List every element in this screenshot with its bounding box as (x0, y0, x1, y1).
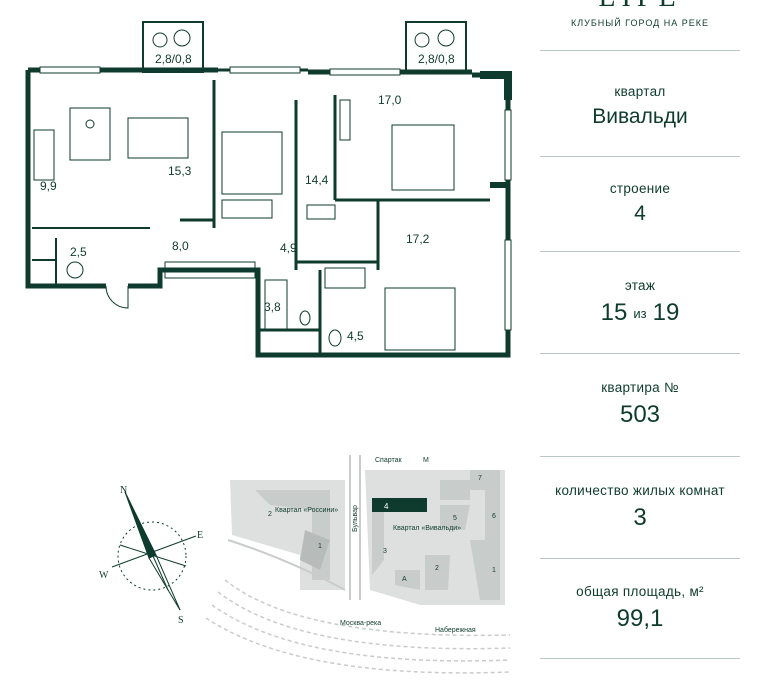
floor-plan: 2,8/0,8 2,8/0,8 9,9 15,3 14,4 17,0 17,2 … (25, 21, 512, 674)
building-2-label: 2 (435, 565, 439, 572)
building-7-label: 7 (478, 475, 482, 482)
metro-symbol: M (423, 457, 429, 464)
boulevard-label: Бульвар (352, 505, 359, 532)
apartment-value: 503 (619, 401, 661, 428)
divider (540, 156, 740, 157)
balcony-left (142, 21, 204, 73)
info-panel: LIFE КЛУБНЫЙ ГОРОД НА РЕКЕ квартал Вивал… (540, 0, 740, 688)
floor-number: 15 (600, 299, 628, 326)
area-corridor: 4,9 (280, 241, 297, 255)
area-bedroom-2: 17,0 (378, 93, 402, 107)
rooms-block: количество жилых комнат 3 (540, 483, 740, 532)
windows (39, 66, 512, 331)
floor-block: этаж 15 из 19 (540, 278, 740, 327)
apartment-block: квартира № 503 (540, 380, 740, 429)
site-map: 4 Спартак M Квартал «Россини» Квартал «В… (205, 455, 511, 674)
area-balcony-2: 2,8/0,8 (418, 52, 455, 66)
area-caption: общая площадь, м² (576, 584, 704, 599)
compass-e: E (197, 530, 203, 541)
area-bedroom-1: 14,4 (305, 173, 329, 187)
rossini-building-1-label: 1 (318, 543, 322, 550)
area-hall: 8,0 (172, 239, 189, 253)
compass-s: S (178, 615, 184, 626)
area-bath-1: 3,8 (264, 300, 281, 314)
river-label: Москва-река (340, 620, 381, 627)
metro-label: Спартак (375, 457, 402, 464)
brand-tagline: КЛУБНЫЙ ГОРОД НА РЕКЕ (570, 18, 710, 28)
furniture (33, 99, 456, 351)
divider (540, 353, 740, 354)
building-caption: строение (609, 181, 671, 196)
floor-total: 19 (652, 299, 680, 326)
compass-rose: N E S W (99, 485, 203, 626)
compass-w: W (99, 570, 109, 581)
area-living: 15,3 (168, 164, 192, 178)
building-block: строение 4 (540, 181, 740, 226)
floor-caption: этаж (624, 278, 656, 293)
building-value: 4 (634, 202, 646, 225)
divider (540, 658, 740, 659)
quarter-vivaldi-label: Квартал «Вивальди» (393, 525, 461, 532)
building-a-label: A (402, 576, 407, 583)
divider (540, 456, 740, 457)
area-bedroom-3: 17,2 (406, 232, 430, 246)
brand-logo: LIFE (540, 0, 740, 14)
quarter-block: квартал Вивальди (540, 84, 740, 129)
building-1-label: 1 (492, 567, 496, 574)
area-value: 99,1 (616, 605, 664, 632)
building-3-label: 3 (383, 548, 387, 555)
divider (540, 251, 740, 252)
rooms-value: 3 (633, 504, 647, 531)
apartment-caption: квартира № (601, 380, 679, 395)
quarter-caption: квартал (614, 84, 666, 99)
rooms-caption: количество жилых комнат (555, 483, 725, 498)
quarter-rossini-label: Квартал «Россини» (275, 507, 338, 514)
area-bath-2: 4,5 (347, 329, 364, 343)
rossini-building-2-label: 2 (268, 511, 272, 518)
area-storage: 2,5 (70, 245, 87, 259)
area-kitchen: 9,9 (40, 179, 57, 193)
building-6-label: 6 (492, 513, 496, 520)
embankment-label: Набережная (435, 626, 476, 634)
area-balcony-1: 2,8/0,8 (155, 52, 192, 66)
building-4-label: 4 (384, 502, 389, 511)
area-block: общая площадь, м² 99,1 (540, 584, 740, 633)
floor-sep: из (633, 306, 647, 322)
divider (540, 50, 740, 51)
floor-value: 15 из 19 (540, 299, 740, 327)
building-5-label: 5 (453, 515, 457, 522)
compass-n: N (120, 485, 127, 496)
building-4-highlight (372, 498, 427, 512)
quarter-value: Вивальди (592, 105, 688, 128)
divider (540, 558, 740, 559)
